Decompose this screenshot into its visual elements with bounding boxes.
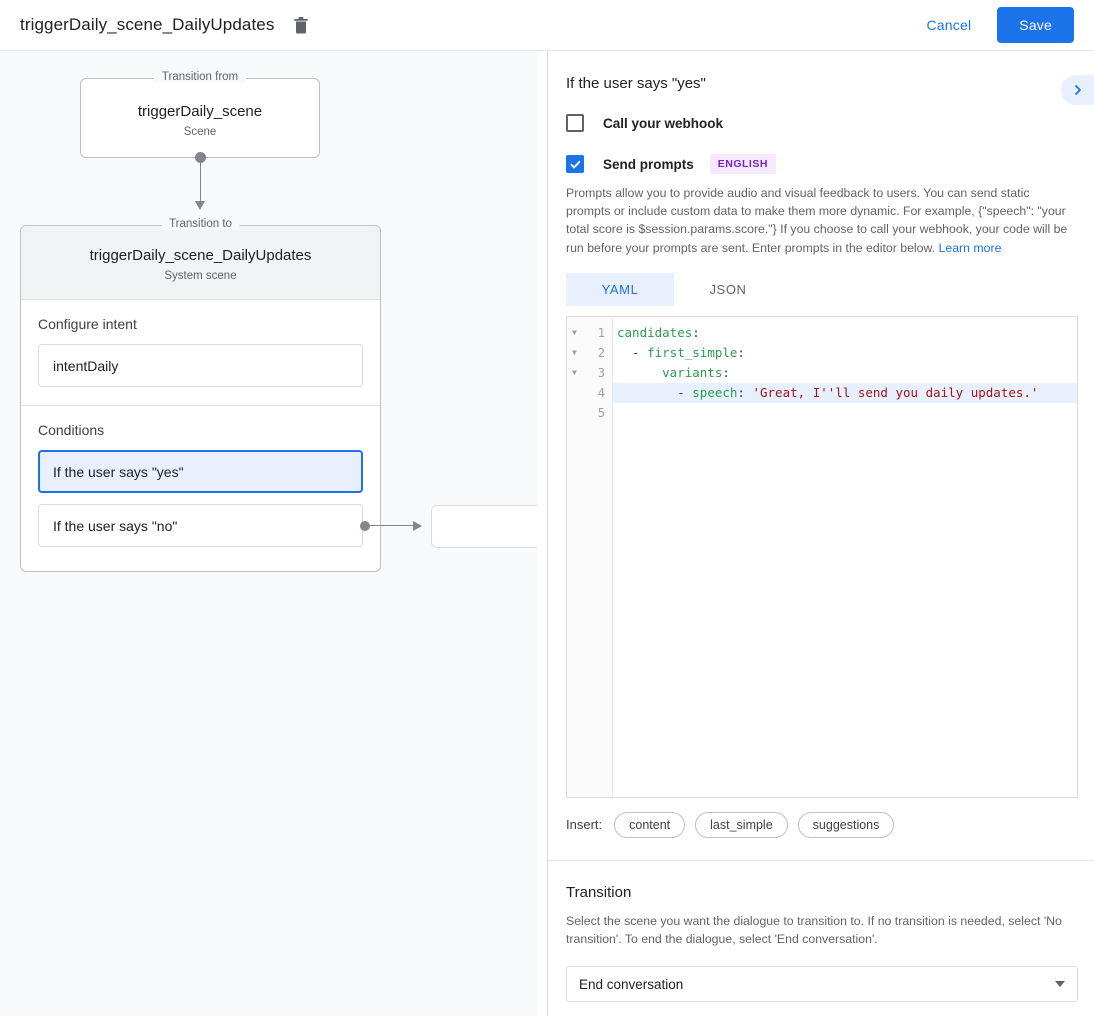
configure-intent-label: Configure intent [38, 316, 137, 332]
details-panel: If the user says "yes" Call your webhook… [548, 51, 1094, 1016]
editor-code-line[interactable]: - speech: 'Great, I''ll send you daily u… [613, 382, 1077, 403]
fold-triangle-icon[interactable]: ▼ [572, 327, 577, 337]
top-bar: triggerDaily_scene_DailyUpdates Cancel S… [0, 0, 1094, 51]
condition-item-yes[interactable]: If the user says "yes" [38, 450, 363, 493]
conditions-section: Conditions If the user says "yes" If the… [21, 406, 380, 565]
fold-triangle-icon[interactable]: ▼ [572, 367, 577, 377]
transition-from-title: triggerDaily_scene [137, 103, 263, 120]
tab-json[interactable]: JSON [709, 281, 747, 297]
canvas-edge-strip [537, 51, 548, 1016]
connector-arrow-icon [195, 201, 205, 210]
insert-label: Insert: [566, 817, 603, 833]
insert-row: Insert: content last_simple suggestions [566, 811, 1076, 838]
webhook-checkbox[interactable] [566, 114, 584, 132]
conditions-label: Conditions [38, 422, 105, 438]
graph-canvas[interactable]: Transition from triggerDaily_scene Scene… [0, 51, 537, 1016]
transition-to-legend: Transition to [161, 218, 240, 230]
editor-code-line[interactable] [613, 403, 1077, 423]
code-editor[interactable]: ▼1 ▼2 ▼3 4 5 candidates: - first_simple: var… [566, 315, 1078, 798]
editor-code-line[interactable]: candidates: [617, 325, 700, 341]
transition-to-title: triggerDaily_scene_DailyUpdates [89, 247, 312, 264]
details-panel-body: Call your webhook Send prompts ENGLISH P… [548, 114, 1094, 838]
learn-more-link[interactable]: Learn more [938, 240, 1002, 255]
editor-line-number: 5 [597, 405, 605, 420]
insert-chip-content[interactable]: content [614, 811, 686, 838]
transition-section: Transition Select the scene you want the… [566, 884, 1078, 1003]
intent-item[interactable]: intentDaily [38, 344, 363, 387]
fold-triangle-icon[interactable]: ▼ [572, 347, 577, 357]
target-node[interactable] [431, 505, 537, 548]
page-title: triggerDaily_scene_DailyUpdates [20, 15, 275, 34]
send-prompts-checkbox[interactable] [566, 155, 584, 173]
transition-to-subtitle: System scene [164, 270, 237, 282]
transition-select[interactable]: End conversation [566, 966, 1078, 1003]
insert-chip-last-simple[interactable]: last_simple [695, 811, 788, 838]
condition-connector-arrow-icon [413, 521, 422, 531]
condition-connector-line [369, 525, 414, 526]
editor-format-tabs: YAML JSON [566, 272, 1076, 306]
editor-line-number: ▼1 [572, 325, 605, 340]
editor-gutter: ▼1 ▼2 ▼3 4 5 [567, 316, 613, 797]
editor-line-number: 4 [597, 385, 605, 400]
condition-connector-dot-icon [360, 521, 370, 531]
connector-line [200, 157, 201, 203]
insert-chip-suggestions[interactable]: suggestions [797, 811, 895, 838]
editor-line-number: ▼2 [572, 345, 605, 360]
language-badge: ENGLISH [709, 154, 776, 174]
chevron-right-icon[interactable] [1061, 75, 1094, 105]
transition-to-header: Transition to triggerDaily_scene_DailyUp… [21, 218, 380, 300]
transition-section-divider [548, 860, 1094, 861]
prompts-description-text: Prompts allow you to provide audio and v… [566, 186, 1068, 255]
condition-item-no[interactable]: If the user says "no" [38, 504, 363, 547]
transition-from-legend: Transition from [153, 71, 247, 83]
send-prompts-row[interactable]: Send prompts ENGLISH [566, 154, 1076, 174]
prompts-description: Prompts allow you to provide audio and v… [566, 184, 1076, 257]
cancel-button[interactable]: Cancel [915, 9, 984, 41]
delete-icon[interactable] [288, 12, 314, 38]
transition-select-value: End conversation [579, 976, 684, 992]
configure-intent-section: Configure intent intentDaily [21, 300, 380, 405]
editor-code-line[interactable]: variants: [662, 365, 730, 381]
webhook-label: Call your webhook [603, 115, 724, 131]
transition-description: Select the scene you want the dialogue t… [566, 914, 1062, 947]
editor-code-area[interactable]: candidates: - first_simple: variants: - … [613, 317, 1077, 797]
transition-from-subtitle: Scene [183, 126, 217, 138]
editor-code-line[interactable]: - first_simple: [617, 345, 745, 361]
transition-title: Transition [566, 884, 632, 901]
send-prompts-label: Send prompts [603, 156, 694, 172]
chevron-down-icon [1055, 981, 1065, 988]
transition-to-node[interactable]: Transition to triggerDaily_scene_DailyUp… [20, 218, 381, 572]
editor-line-number: ▼3 [572, 365, 605, 380]
tab-yaml[interactable]: YAML [566, 272, 674, 306]
transition-from-node[interactable]: Transition from triggerDaily_scene Scene [80, 71, 320, 158]
section-divider [21, 405, 380, 406]
details-panel-title: If the user says "yes" [566, 75, 706, 92]
panel-divider [547, 51, 548, 1016]
webhook-row[interactable]: Call your webhook [566, 114, 1076, 132]
details-panel-header: If the user says "yes" [548, 51, 1094, 92]
save-button[interactable]: Save [997, 7, 1074, 43]
